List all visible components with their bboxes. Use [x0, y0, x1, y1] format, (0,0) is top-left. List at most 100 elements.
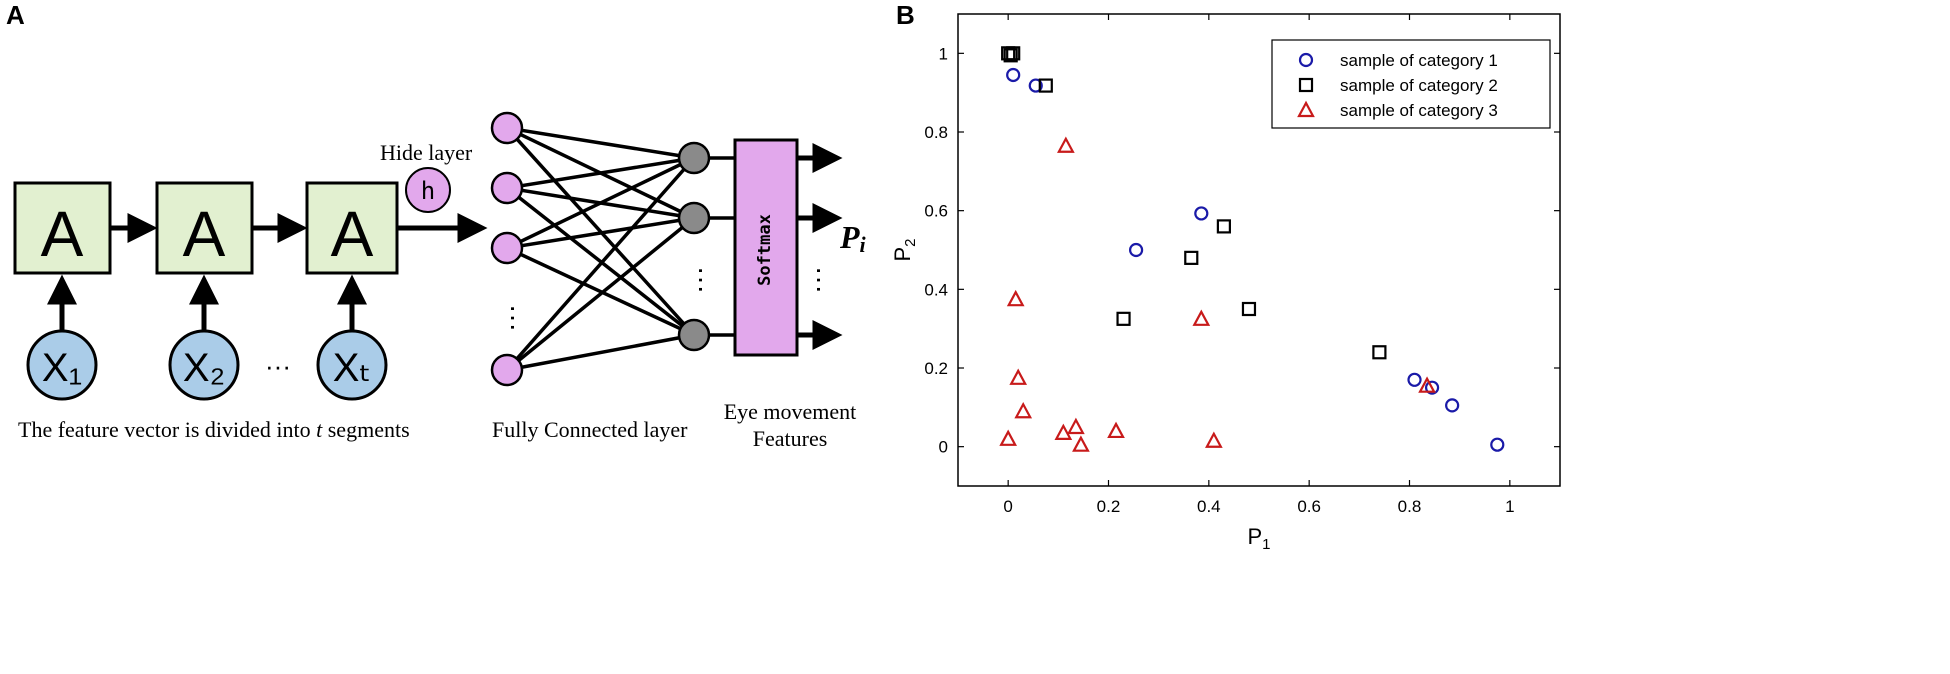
- hidden-circle: [405, 167, 451, 213]
- point-square-category-2: [1116, 311, 1131, 326]
- x-tick-label: 0.6: [1297, 497, 1321, 516]
- point-circle-category-1: [1006, 67, 1021, 83]
- legend-square-icon: [1298, 77, 1314, 93]
- hidden-layer-title: Hide layer: [380, 140, 473, 165]
- caption-eye-line2: Features: [753, 426, 828, 451]
- panel-b-letter: B: [896, 0, 915, 30]
- scatter-markers: [999, 46, 1505, 452]
- out-node-1: [677, 141, 711, 175]
- input-label-1: X₁: [42, 346, 82, 390]
- legend-circle-icon: [1298, 52, 1314, 68]
- rnn-cell-3-label: A: [331, 198, 374, 270]
- caption-sequence: The feature vector is divided into t seg…: [18, 417, 410, 442]
- point-circle-category-1: [1128, 242, 1144, 258]
- y-tick-label: 0: [939, 438, 948, 457]
- legend: sample of category 1 sample of category 2…: [1271, 39, 1551, 129]
- point-triangle-category-3: [1006, 289, 1025, 307]
- point-triangle-category-3: [999, 429, 1018, 446]
- fc-node-1: [490, 111, 524, 145]
- fc-edge-1-1: [506, 126, 695, 160]
- point-square-category-2: [1006, 46, 1021, 61]
- fc-edges: [505, 126, 735, 372]
- legend-label-1: sample of category 1: [1340, 51, 1498, 70]
- panel-b-chart: B 0 0.2 0.4 0.6 0.8 1 0 0.2 0.4 0.6 0.8 1 P1 P2 sa…: [890, 0, 1561, 553]
- point-triangle-category-3: [1009, 368, 1028, 385]
- out-node-3: [677, 318, 711, 352]
- panel-a-letter: A: [6, 0, 25, 30]
- x-tick-label: 0.4: [1197, 497, 1221, 516]
- rnn-cell-3: A: [305, 181, 399, 275]
- fc-edge-4-1: [505, 156, 696, 372]
- fc-node-2: [490, 171, 524, 205]
- input-node-1: X₁: [26, 274, 98, 401]
- point-circle-category-1: [1028, 78, 1043, 93]
- input-ellipsis: ···: [265, 351, 291, 381]
- input-circle-1: [26, 329, 98, 401]
- rnn-cell-2-label: A: [183, 198, 226, 270]
- legend-label-2: sample of category 2: [1340, 76, 1498, 95]
- fc-edge-3-3: [506, 246, 695, 337]
- caption-eye-line1: Eye movement: [724, 399, 857, 424]
- point-triangle-category-3: [1107, 421, 1125, 439]
- y-tick-label: 0.4: [924, 280, 948, 299]
- input-node-2: X₂: [168, 274, 240, 401]
- fc-node-4: [490, 353, 524, 387]
- legend-label-3: sample of category 3: [1340, 101, 1498, 120]
- fc-edge-3-1: [506, 156, 695, 250]
- rnn-cell-2: A: [155, 181, 254, 275]
- point-circle-category-1: [1407, 372, 1422, 387]
- point-square-category-2: [1038, 78, 1053, 93]
- fc-edge-4-2: [505, 216, 696, 372]
- point-square-category-2: [1372, 345, 1387, 360]
- point-triangle-category-3: [1205, 431, 1223, 448]
- fc-edge-2-1: [506, 156, 695, 190]
- x-tick-label: 0.8: [1398, 497, 1422, 516]
- rnn-cell-1-box: [13, 181, 112, 275]
- point-triangle-category-3: [1192, 309, 1211, 326]
- fc-edge-4-3: [506, 333, 695, 372]
- rnn-cell-2-box: [155, 181, 254, 275]
- rnn-cell-3-box: [305, 181, 399, 275]
- legend-box: [1271, 39, 1551, 129]
- point-triangle-category-3: [1057, 136, 1075, 153]
- legend-triangle-icon: [1297, 100, 1315, 118]
- input-label-t: Xₜ: [333, 346, 371, 390]
- point-circle-category-1: [1490, 437, 1505, 452]
- point-triangle-category-3: [1067, 417, 1085, 435]
- y-tick-label: 1: [939, 44, 948, 63]
- output-ellipsis: ···: [805, 266, 836, 294]
- fc-nodes: [490, 111, 711, 387]
- input-circle-2: [168, 329, 240, 401]
- y-tick-label: 0.6: [924, 202, 948, 221]
- x-axis-ticks: 0 0.2 0.4 0.6 0.8 1: [1003, 14, 1515, 516]
- x-axis-label: P1: [1247, 524, 1270, 553]
- y-tick-label: 0.8: [924, 123, 948, 142]
- fc-edge-3-2: [506, 216, 695, 250]
- point-triangle-category-3: [1072, 435, 1090, 452]
- input-label-2: X₂: [183, 346, 225, 390]
- x-tick-label: 1: [1505, 497, 1514, 516]
- point-square-category-2: [1003, 48, 1018, 63]
- input-circle-t: [316, 329, 388, 401]
- fc-node-3: [490, 231, 524, 265]
- point-circle-category-1: [1424, 380, 1440, 395]
- input-node-t: Xₜ: [316, 274, 388, 401]
- rnn-cell-1-label: A: [41, 198, 84, 270]
- output-label: Pi: [839, 219, 867, 257]
- point-square-category-2: [1184, 250, 1199, 265]
- point-square-category-2: [1241, 301, 1257, 317]
- caption-fully-connected: Fully Connected layer: [492, 417, 688, 442]
- panel-a-diagram: A A A A X₁ X₂: [6, 0, 867, 451]
- x-tick-label: 0.2: [1097, 497, 1121, 516]
- x-tick-label: 0: [1003, 497, 1012, 516]
- rnn-cell-1: A: [13, 181, 112, 275]
- point-square-category-2: [1216, 219, 1231, 234]
- y-axis-label: P2: [890, 238, 919, 261]
- softmax-label: Softmax: [755, 214, 775, 286]
- softmax-box: [733, 138, 799, 357]
- point-triangle-category-3: [1054, 423, 1073, 440]
- out-node-ellipsis: ···: [687, 266, 718, 294]
- point-circle-category-1: [1194, 206, 1209, 221]
- out-node-2: [677, 201, 711, 235]
